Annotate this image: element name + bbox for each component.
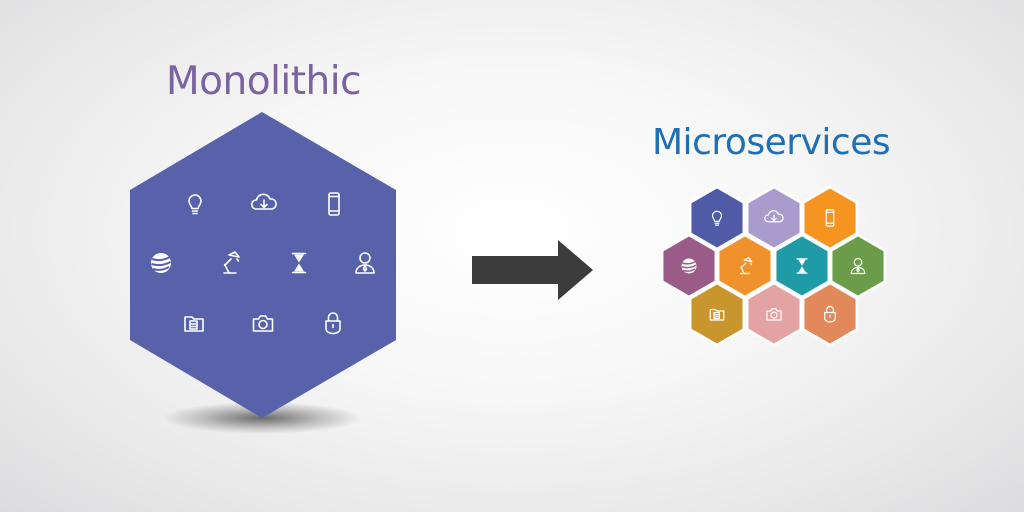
microservices-title: Microservices <box>652 122 891 163</box>
service-hexagon <box>773 233 831 299</box>
service-hexagon <box>801 281 859 347</box>
service-hex-camera <box>745 281 803 347</box>
microservices-honeycomb <box>660 185 887 347</box>
monolith-hexagon <box>130 112 396 418</box>
service-hex-cloud-download <box>745 185 803 251</box>
monolithic-title: Monolithic <box>166 59 362 104</box>
service-hexagon <box>688 185 746 251</box>
service-hex-desk-lamp <box>716 233 774 299</box>
service-hex-hourglass <box>773 233 831 299</box>
service-hexagon <box>801 185 859 251</box>
service-hexagon <box>745 281 803 347</box>
transition-arrow <box>472 240 593 300</box>
service-hex-mobile-phone <box>801 185 859 251</box>
globe-icon <box>680 257 698 275</box>
service-hexagon <box>688 281 746 347</box>
service-hexagon <box>716 233 774 299</box>
service-hex-globe <box>660 233 718 299</box>
service-hex-padlock <box>801 281 859 347</box>
globe-icon <box>150 252 172 274</box>
service-hex-lightbulb <box>688 185 746 251</box>
service-hex-user <box>829 233 887 299</box>
service-hex-document-folder <box>688 281 746 347</box>
